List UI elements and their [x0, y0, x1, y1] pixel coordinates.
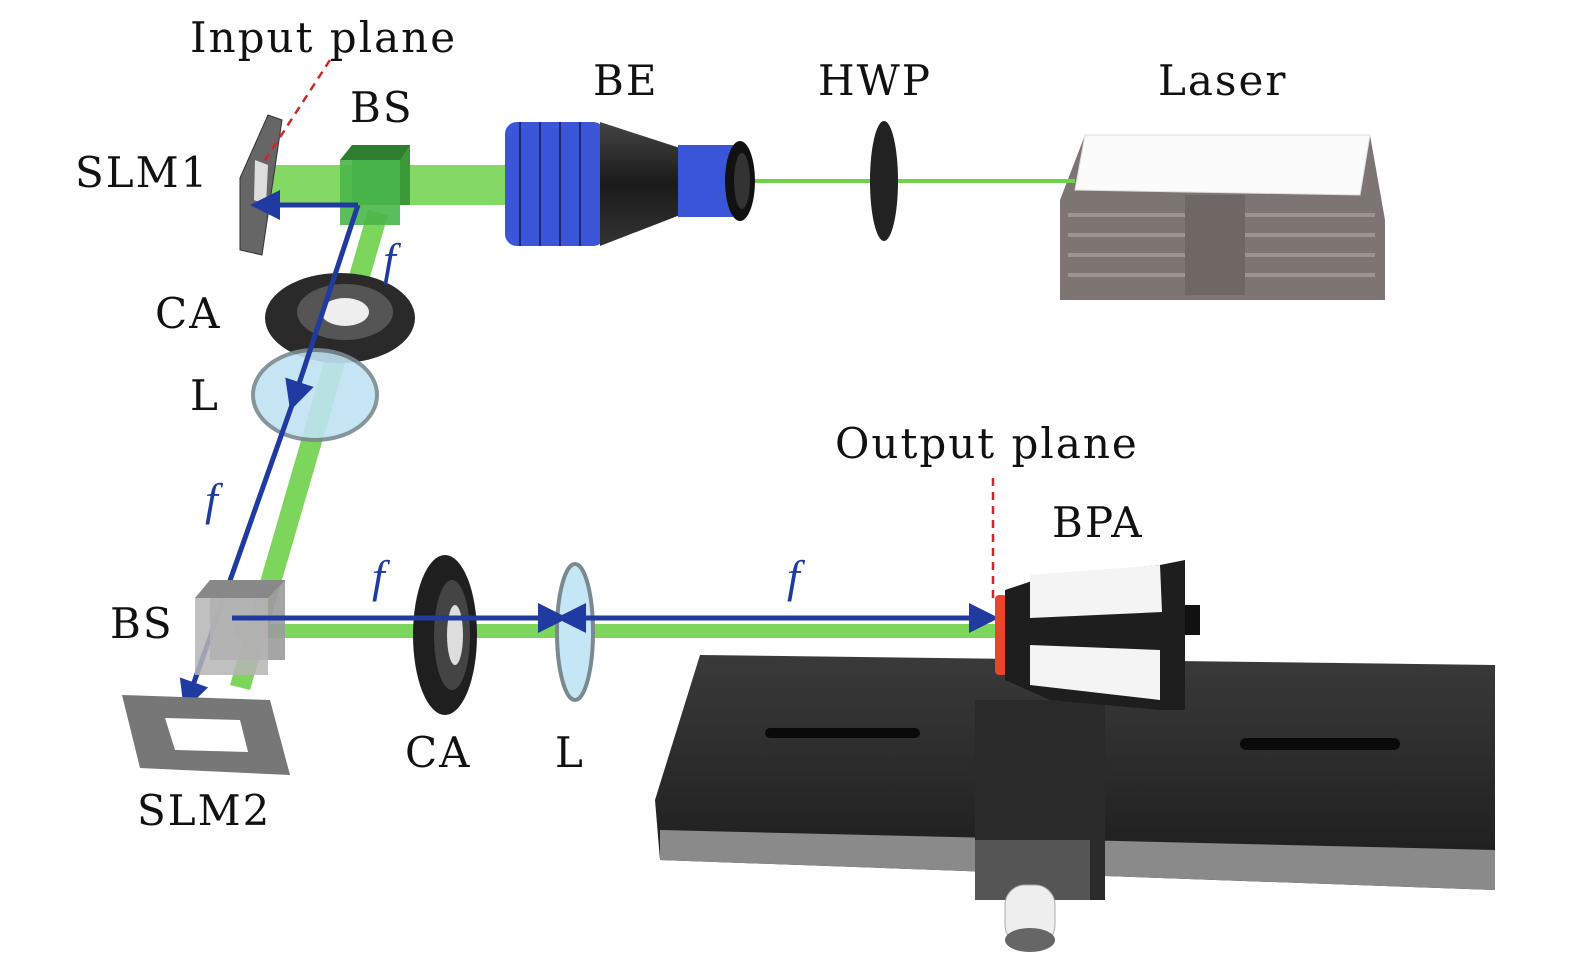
input-plane-marker — [260, 59, 332, 166]
slm2 — [122, 695, 290, 775]
label-bs-top: BS — [350, 83, 414, 132]
beam-splitter-top — [340, 145, 410, 225]
beam-expander — [505, 122, 755, 246]
label-input-plane: Input plane — [190, 13, 457, 62]
label-slm1: SLM1 — [75, 148, 209, 197]
label-focal-3: f — [372, 551, 391, 602]
label-ca-bottom: CA — [405, 728, 471, 777]
label-ca-top: CA — [155, 289, 221, 338]
label-bs-bottom: BS — [110, 599, 174, 648]
beam-splitter-bottom — [195, 580, 285, 675]
label-focal-4: f — [787, 551, 806, 602]
laser — [1060, 134, 1385, 300]
label-l-top: L — [190, 371, 220, 420]
beam-profile-analyzer — [995, 560, 1200, 760]
lens-bottom — [555, 562, 595, 702]
translation-rail — [655, 655, 1495, 952]
label-focal-1: f — [383, 234, 402, 285]
label-slm2: SLM2 — [137, 786, 271, 835]
circular-aperture-bottom — [413, 555, 477, 715]
label-output-plane: Output plane — [835, 419, 1139, 468]
lens-top — [251, 348, 379, 442]
label-be: BE — [593, 56, 659, 105]
label-l-bottom: L — [555, 728, 585, 777]
label-laser: Laser — [1158, 56, 1287, 105]
expanded-beam-bottom — [235, 624, 995, 638]
label-bpa: BPA — [1052, 498, 1144, 547]
label-focal-2: f — [205, 474, 224, 525]
label-hwp: HWP — [818, 56, 932, 105]
circular-aperture-top — [265, 273, 415, 363]
half-wave-plate — [870, 121, 898, 241]
